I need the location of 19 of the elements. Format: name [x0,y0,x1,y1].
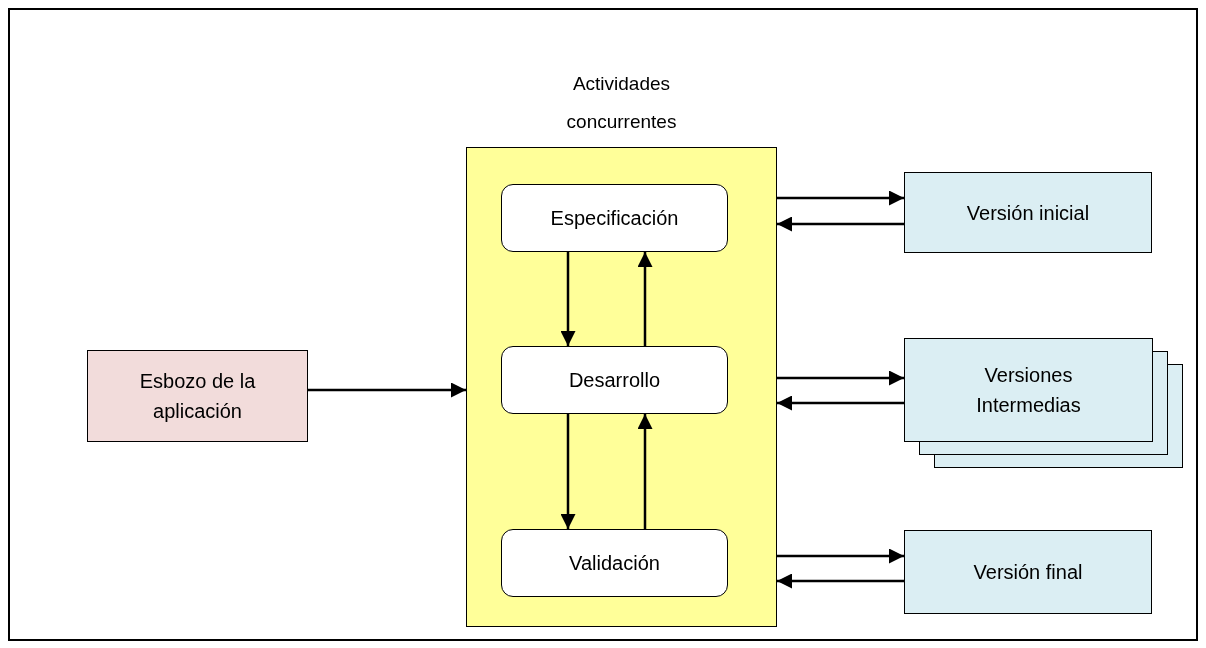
arrow [777,190,904,206]
arrow [560,414,576,529]
arrow [637,414,653,529]
output-box: Versiones Intermedias [904,338,1153,442]
arrow [777,548,904,564]
rounded-process-box: Validación [501,529,728,597]
container-heading: Actividades concurrentes [565,72,678,134]
arrow [777,370,904,386]
output-box: Versión final [904,530,1152,614]
input-box: Esbozo de la aplicación [87,350,308,442]
arrow [777,573,904,589]
arrow [308,382,466,398]
rounded-process-box: Especificación [501,184,728,252]
arrow [637,252,653,346]
arrow [560,252,576,346]
output-box: Versión inicial [904,172,1152,253]
arrow [777,395,904,411]
arrow [777,216,904,232]
rounded-process-box: Desarrollo [501,346,728,414]
